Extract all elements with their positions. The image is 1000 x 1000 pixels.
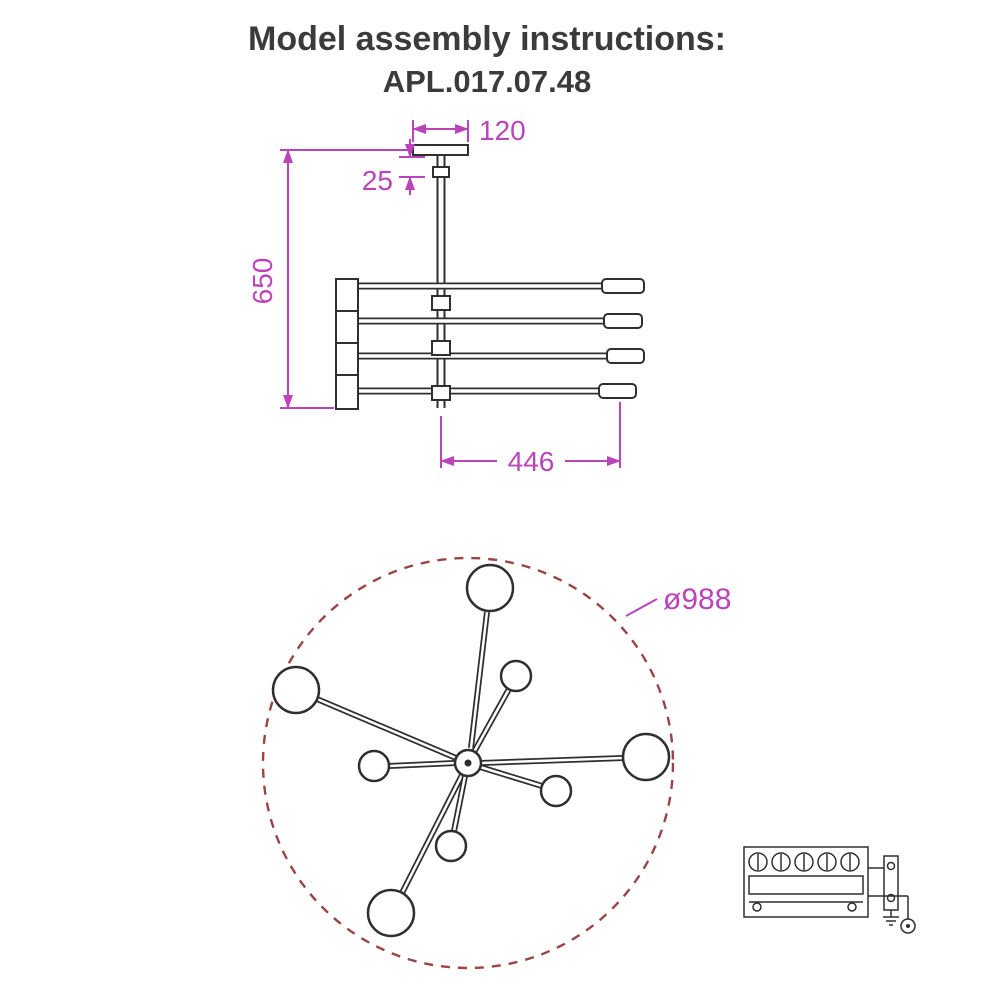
wires xyxy=(868,855,916,934)
block xyxy=(335,310,359,344)
connector xyxy=(431,295,451,311)
plan-bulbs xyxy=(271,563,671,938)
dim-diameter-label: ø988 xyxy=(663,583,731,616)
block xyxy=(335,342,359,376)
stem-connectors xyxy=(431,295,451,401)
hub xyxy=(453,748,483,778)
connector xyxy=(431,340,451,356)
hatched-body xyxy=(748,875,864,895)
lamp-heads xyxy=(598,278,645,399)
lamp-head xyxy=(606,348,645,364)
dim-arm-length-label: 446 xyxy=(508,446,555,477)
hang-offset-dimension: 25 xyxy=(362,139,425,196)
bulb xyxy=(271,665,321,715)
arms xyxy=(357,282,607,395)
bulb xyxy=(434,829,468,863)
stem xyxy=(432,150,450,408)
block xyxy=(335,374,359,410)
ceiling-plate xyxy=(412,144,469,156)
height-dimension: 650 xyxy=(247,149,411,409)
terminal-screws xyxy=(748,852,860,872)
lamp-head xyxy=(601,278,645,294)
plate-width-dimension: 120 xyxy=(412,115,526,146)
bulb xyxy=(539,774,573,808)
lamp-head xyxy=(598,383,637,399)
plan-rods xyxy=(315,611,624,895)
bulb xyxy=(499,659,533,693)
wiring-diagram xyxy=(743,846,916,934)
plan-view: ø988 xyxy=(261,556,731,970)
dim-hang-offset-label: 25 xyxy=(362,165,393,196)
arm-length-dimension: 446 xyxy=(440,402,621,477)
side-view xyxy=(335,144,645,410)
bulb xyxy=(357,749,391,783)
diameter-circle xyxy=(261,556,675,970)
dim-height-label: 650 xyxy=(247,258,278,305)
dim-plate-width-label: 120 xyxy=(479,115,526,146)
block xyxy=(335,278,359,312)
bulb xyxy=(465,563,515,613)
lamp-head xyxy=(603,313,643,329)
bulb xyxy=(366,888,416,938)
left-blocks xyxy=(335,278,359,410)
page-title: Model assembly instructions: xyxy=(248,20,726,58)
model-number: APL.017.07.48 xyxy=(383,64,592,99)
connector xyxy=(431,385,451,401)
side-view-dimensions: 120 25 650 446 xyxy=(247,115,621,477)
ground-symbol xyxy=(883,910,899,926)
bulb xyxy=(621,732,671,782)
stem-collar xyxy=(432,166,450,178)
diameter-dimension: ø988 xyxy=(625,583,731,617)
